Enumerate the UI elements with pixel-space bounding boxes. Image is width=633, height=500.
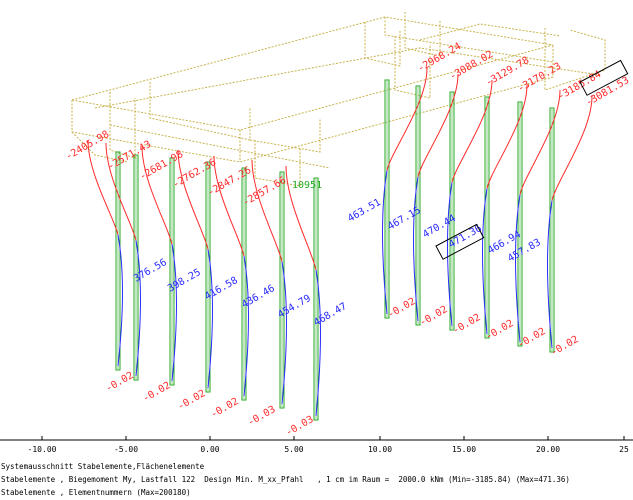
neg-curve-5 <box>251 159 283 262</box>
status-line-2: Stabelemente , Biegemoment My, Lastfall … <box>1 475 570 484</box>
bot-label-3: -0.02 <box>209 396 241 421</box>
pos-curve-5 <box>281 261 287 405</box>
neg-curve-1 <box>105 142 137 241</box>
value-labels: -2405.98-0.02-2571.43376.56-0.02-2681.98… <box>64 41 631 439</box>
structure-edge-4 <box>384 17 554 63</box>
neg-curve-12 <box>551 95 593 201</box>
max-neg-box <box>579 59 629 96</box>
structure-edge-5 <box>109 92 136 159</box>
bot-label-2: -0.02 <box>176 388 208 413</box>
pos-curve-3 <box>207 249 213 389</box>
neg-curve-4 <box>213 155 245 257</box>
structure-edge-6 <box>149 82 251 141</box>
neg-curve-7 <box>386 67 428 171</box>
axis-label-4: 10.00 <box>368 445 392 454</box>
pos-curve-8 <box>413 176 419 322</box>
neg-curve-3 <box>177 149 209 250</box>
pos-curve-0 <box>117 234 123 367</box>
structure-edge-7 <box>249 118 321 153</box>
axis-label-7: 25 <box>619 445 629 454</box>
max-pos-box <box>435 223 485 260</box>
moment-diagram-icon: -2405.98-0.02-2571.43376.56-0.02-2681.98… <box>0 12 633 454</box>
structure-edge-0 <box>71 16 554 131</box>
axis-label-1: -5.00 <box>114 445 138 454</box>
top-label-0: -2405.98 <box>64 129 111 163</box>
neg-curve-11 <box>519 89 561 195</box>
bot-label-8: -0.02 <box>418 304 450 329</box>
neg-curve-9 <box>451 79 493 183</box>
status-line-1: Systemausschnitt Stabelemente,Flächenele… <box>1 462 205 471</box>
bot-label-0: -0.02 <box>104 370 136 395</box>
pos-curve-2 <box>171 244 177 382</box>
pos-curve-6 <box>315 269 321 417</box>
structure-edge-10 <box>404 12 441 57</box>
top-label-5: -2857.66 <box>241 175 288 209</box>
bot-label-7: -0.02 <box>386 296 418 321</box>
element-number: 10951 <box>292 180 322 191</box>
axis-label-0: -10.00 <box>28 445 57 454</box>
structure-edge-13 <box>109 124 331 169</box>
neg-curve-10 <box>486 84 528 189</box>
pos-curve-7 <box>382 170 388 315</box>
structure-edge-12 <box>419 23 561 41</box>
structure-edge-15 <box>254 140 301 187</box>
neg-curve-6 <box>285 165 317 271</box>
pos-curve-10 <box>482 188 488 335</box>
bot-label-1: -0.02 <box>141 380 173 405</box>
pos-curve-4 <box>243 256 249 397</box>
pile-group <box>115 79 555 421</box>
bot-label-4: -0.03 <box>246 404 278 429</box>
pos-curve-9 <box>447 182 453 327</box>
axis-ruler: -10.00 -5.00 0.00 5.00 10.00 15.00 20.00 25 <box>0 436 633 454</box>
structure-edge-9 <box>394 36 431 99</box>
mid-label-3: 416.58 <box>203 275 240 303</box>
neg-curve-8 <box>417 73 459 177</box>
pos-curve-12 <box>547 200 553 349</box>
status-panel: Systemausschnitt Stabelemente,Flächenele… <box>0 460 633 500</box>
structure-outline <box>71 12 606 187</box>
structure-edge-14 <box>94 47 601 109</box>
structure-edge-3 <box>71 131 129 163</box>
neg-curve-2 <box>141 145 173 245</box>
structure-edge-1 <box>71 45 554 163</box>
axis-label-2: 0.00 <box>200 445 219 454</box>
pos-curve-1 <box>135 240 141 377</box>
mid-label-8: 467.15 <box>386 205 423 233</box>
axis-label-6: 20.00 <box>536 445 560 454</box>
moment-curves <box>87 67 593 417</box>
structure-edge-8 <box>364 22 401 67</box>
bot-label-9: -0.02 <box>451 312 483 337</box>
mid-label-7: 463.51 <box>346 197 383 225</box>
pos-curve-11 <box>515 194 521 343</box>
axis-label-5: 15.00 <box>452 445 476 454</box>
axis-label-3: 5.00 <box>284 445 303 454</box>
bot-label-11: -0.02 <box>516 326 548 351</box>
bot-label-5: -0.03 <box>284 414 316 439</box>
status-line-3: Stabelemente , Elementnummern (Max=20018… <box>1 488 191 497</box>
neg-curve-0 <box>87 139 119 235</box>
